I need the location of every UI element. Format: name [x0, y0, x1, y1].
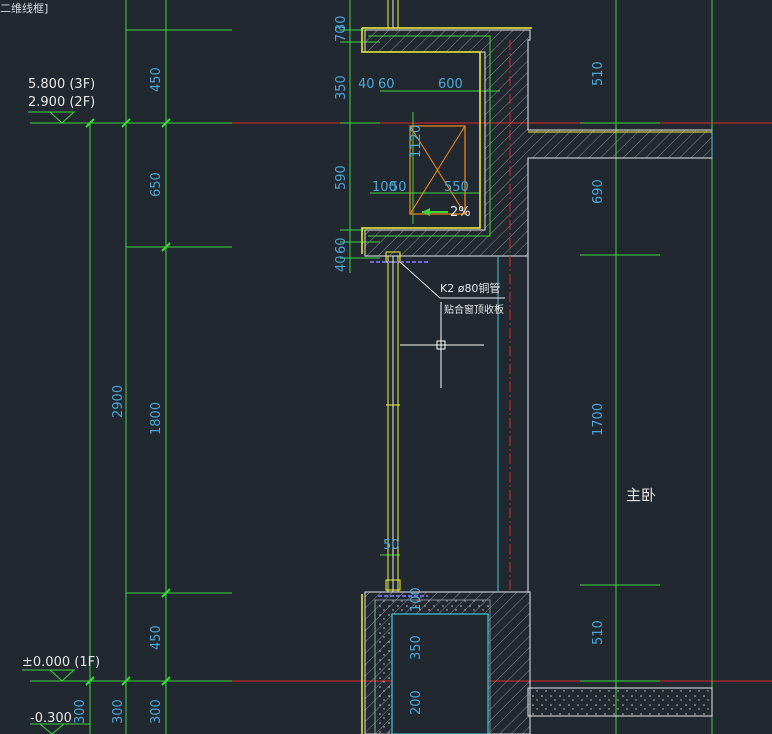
level-2f: 2.900 (2F)	[28, 95, 95, 110]
level-1f: ±0.000 (1F)	[22, 655, 100, 670]
dim-30: 30	[334, 15, 349, 32]
dim-lines-right	[580, 0, 713, 734]
dim-350-lower: 350	[409, 635, 424, 660]
level-markers	[22, 111, 76, 734]
dim-590: 590	[334, 165, 349, 190]
dim-2900: 2900	[111, 385, 126, 418]
dim-50-lower: 50	[383, 538, 400, 553]
dim-1700: 1700	[591, 403, 606, 436]
dim-50-mid: 50	[390, 180, 407, 195]
dim-690: 690	[591, 179, 606, 204]
dim-600: 600	[438, 77, 463, 92]
dim-450-top: 450	[149, 67, 164, 92]
dim-100-lower: 100	[409, 587, 424, 612]
dim-100-mid: 100	[372, 180, 397, 195]
upper-bay-structure	[361, 27, 713, 257]
dim-300-c: 300	[149, 699, 164, 724]
dim-60-top: 60	[378, 77, 395, 92]
dim-650: 650	[149, 172, 164, 197]
slope-2pct: 2%	[450, 205, 471, 220]
dim-1800: 1800	[149, 402, 164, 435]
level-neg: -0.300	[30, 711, 72, 726]
dim-510-top: 510	[591, 61, 606, 86]
level-3f: 5.800 (3F)	[28, 77, 95, 92]
note-k2: K2 ø80铜管	[440, 281, 500, 295]
dim-40-b: 40	[334, 255, 349, 272]
dim-450-bottom: 450	[149, 625, 164, 650]
viewport-label[interactable]: 二维线框]	[0, 2, 49, 15]
window-frame	[370, 0, 428, 597]
dim-70: 70	[334, 25, 349, 42]
dim-200-lower: 200	[409, 690, 424, 715]
dim-550: 550	[444, 180, 469, 195]
dim-300-b: 300	[111, 699, 126, 724]
dim-350: 350	[334, 75, 349, 100]
dim-1120: 1120	[409, 125, 424, 158]
dim-300-a: 300	[73, 699, 88, 724]
dim-lines-left	[30, 0, 232, 734]
lower-bay-structure	[361, 591, 713, 734]
room-label: 主卧	[626, 486, 656, 504]
dim-40-top: 40	[358, 77, 375, 92]
crosshair-cursor	[400, 302, 484, 388]
main-wall	[497, 40, 713, 592]
dim-60-b: 60	[334, 237, 349, 254]
k2-leader	[399, 261, 505, 299]
ac-unit-box	[409, 125, 466, 216]
dim-510-bottom: 510	[591, 620, 606, 645]
note-k2-sub: 贴合窗顶收板	[444, 303, 504, 316]
